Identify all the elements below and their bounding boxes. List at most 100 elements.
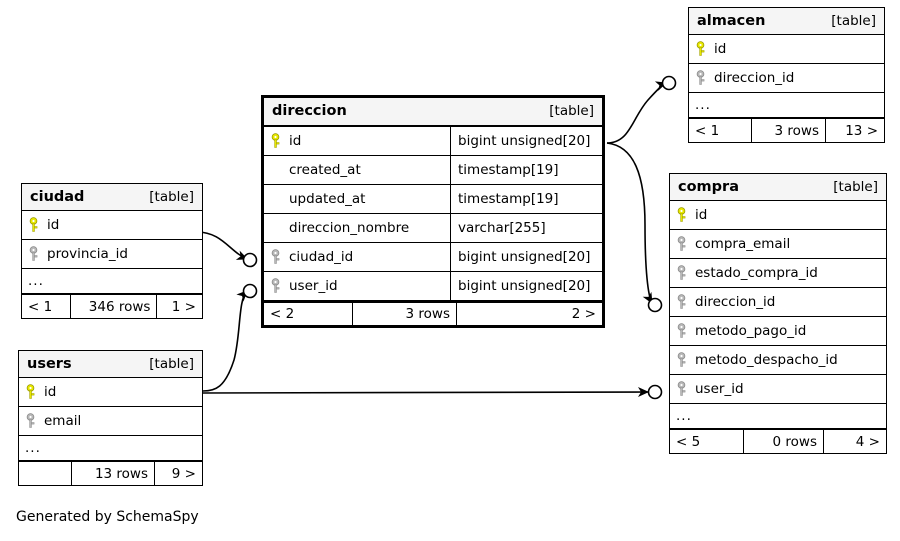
column-row[interactable]: compra_email <box>670 230 886 259</box>
table-header-compra: compra [table] <box>670 174 886 201</box>
table-kind-ciudad: [table] <box>149 188 194 205</box>
table-footer-direccion: < 2 3 rows 2 > <box>264 301 602 325</box>
foreign-key-icon <box>677 352 689 368</box>
column-label: user_id <box>695 381 744 397</box>
table-footer-ciudad: < 1 346 rows 1 > <box>22 294 202 318</box>
table-header-users: users [table] <box>19 351 202 378</box>
foreign-key-icon <box>677 381 689 397</box>
footer-row-count: 0 rows <box>743 430 823 453</box>
footer-parent-count[interactable]: < 2 <box>270 306 295 322</box>
table-compra[interactable]: compra [table] id <box>669 173 887 454</box>
primary-key-icon <box>26 384 38 400</box>
foreign-key-icon <box>26 413 38 429</box>
table-footer-compra: < 5 0 rows 4 > <box>670 429 886 453</box>
foreign-key-icon <box>271 249 283 265</box>
generated-by-caption: Generated by SchemaSpy <box>16 509 199 525</box>
column-row[interactable]: id <box>22 211 202 240</box>
foreign-key-icon <box>271 278 283 294</box>
column-row[interactable]: direccion_nombre varchar[255] <box>264 214 602 243</box>
column-row[interactable]: direccion_id <box>670 288 886 317</box>
column-label: id <box>47 217 60 233</box>
footer-child-count[interactable]: 2 > <box>456 303 602 325</box>
column-row[interactable]: user_id <box>670 375 886 404</box>
table-kind-almacen: [table] <box>831 12 876 29</box>
footer-parent-count[interactable]: < 1 <box>28 298 53 315</box>
footer-child-count[interactable]: 4 > <box>823 430 886 453</box>
table-title-ciudad: ciudad <box>30 188 85 205</box>
footer-row-count: 346 rows <box>69 295 157 318</box>
column-name-cell: metodo_pago_id <box>670 323 886 339</box>
column-label: ciudad_id <box>289 249 354 265</box>
column-type: timestamp[19] <box>450 156 602 184</box>
more-columns-indicator: ... <box>689 93 884 118</box>
column-type: varchar[255] <box>450 214 602 242</box>
column-row[interactable]: direccion_id <box>689 64 884 93</box>
column-name-cell: direccion_nombre <box>264 220 450 236</box>
column-type: timestamp[19] <box>450 185 602 213</box>
footer-child-count[interactable]: 1 > <box>156 295 202 318</box>
table-footer-almacen: < 1 3 rows 13 > <box>689 118 884 142</box>
column-row[interactable]: user_id bigint unsigned[20] <box>264 272 602 301</box>
footer-child-count[interactable]: 13 > <box>825 119 884 142</box>
column-label: email <box>44 413 82 429</box>
footer-row-count: 13 rows <box>71 462 154 485</box>
column-row[interactable]: id <box>689 35 884 64</box>
footer-parent-count[interactable] <box>19 462 71 485</box>
column-label: provincia_id <box>47 246 128 262</box>
column-type: bigint unsigned[20] <box>450 243 602 271</box>
column-row[interactable]: id <box>19 378 202 407</box>
column-name-cell: provincia_id <box>22 246 202 262</box>
column-row[interactable]: metodo_pago_id <box>670 317 886 346</box>
primary-key-icon <box>696 41 708 57</box>
footer-child-count[interactable]: 9 > <box>154 462 202 485</box>
primary-key-icon <box>29 217 41 233</box>
column-label: updated_at <box>289 191 366 207</box>
table-kind-direccion: [table] <box>549 103 594 119</box>
column-label: compra_email <box>695 236 791 252</box>
column-row[interactable]: email <box>19 407 202 436</box>
footer-parent-count[interactable]: < 1 <box>695 122 720 139</box>
table-title-users: users <box>27 355 72 372</box>
column-name-cell: direccion_id <box>670 294 886 310</box>
edge-users-to-compra <box>202 384 663 400</box>
column-label: id <box>695 207 708 223</box>
column-row[interactable]: id bigint unsigned[20] <box>264 127 602 156</box>
primary-key-icon <box>677 207 689 223</box>
table-ciudad[interactable]: ciudad [table] id <box>21 183 203 319</box>
column-type: bigint unsigned[20] <box>450 272 602 300</box>
column-name-cell: created_at <box>264 162 450 178</box>
foreign-key-icon <box>29 246 41 262</box>
column-label: estado_compra_id <box>695 265 818 281</box>
foreign-key-icon <box>677 265 689 281</box>
column-label: id <box>714 41 727 57</box>
column-row[interactable]: provincia_id <box>22 240 202 269</box>
column-row[interactable]: estado_compra_id <box>670 259 886 288</box>
table-kind-users: [table] <box>149 355 194 372</box>
edge-ciudad-to-direccion <box>196 231 258 268</box>
table-users[interactable]: users [table] id <box>18 350 203 486</box>
column-name-cell: direccion_id <box>689 70 884 86</box>
column-row[interactable]: created_at timestamp[19] <box>264 156 602 185</box>
footer-row-count: 3 rows <box>352 303 456 325</box>
more-columns-indicator: ... <box>19 436 202 461</box>
column-row[interactable]: ciudad_id bigint unsigned[20] <box>264 243 602 272</box>
column-row[interactable]: id <box>670 201 886 230</box>
edge-direccion-to-almacen <box>606 75 677 144</box>
table-title-direccion: direccion <box>272 103 347 119</box>
column-label: direccion_id <box>714 70 795 86</box>
column-label: direccion_id <box>695 294 776 310</box>
table-almacen[interactable]: almacen [table] id <box>688 7 885 143</box>
table-header-almacen: almacen [table] <box>689 8 884 35</box>
column-row[interactable]: metodo_despacho_id <box>670 346 886 375</box>
table-kind-compra: [table] <box>833 178 878 195</box>
column-label: direccion_nombre <box>289 220 410 236</box>
table-direccion[interactable]: direccion [table] id bigint unsigned[20] <box>261 95 605 328</box>
edge-users-to-direccion <box>202 283 258 392</box>
column-label: metodo_despacho_id <box>695 352 838 368</box>
footer-parent-count[interactable]: < 5 <box>676 433 701 450</box>
column-name-cell: email <box>19 413 202 429</box>
column-row[interactable]: updated_at timestamp[19] <box>264 185 602 214</box>
column-name-cell: user_id <box>670 381 886 397</box>
column-name-cell: compra_email <box>670 236 886 252</box>
column-name-cell: metodo_despacho_id <box>670 352 886 368</box>
